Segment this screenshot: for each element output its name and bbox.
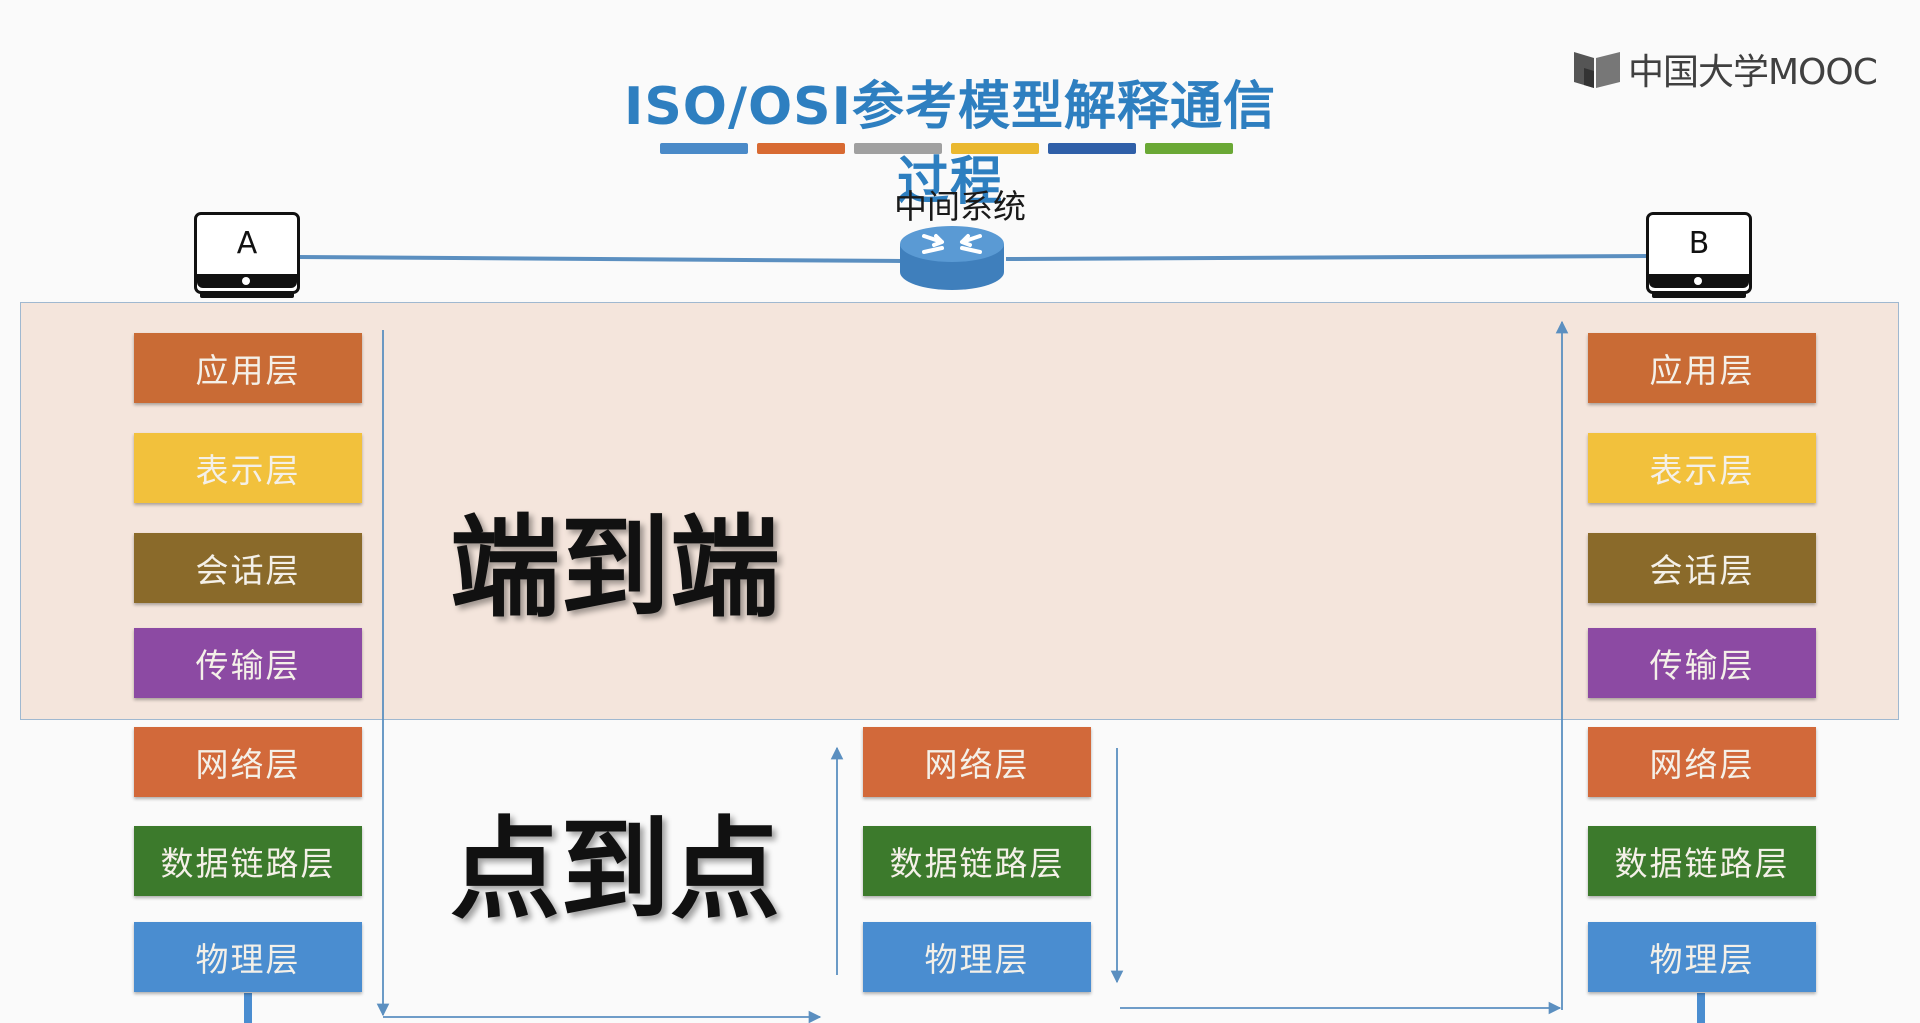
router-datalink-layer: 数据链路层 <box>863 826 1091 896</box>
mooc-book-icon <box>1574 52 1620 88</box>
title-color-strip-6 <box>1145 143 1233 154</box>
host-a-label: A <box>236 226 258 261</box>
b-physical-layer: 物理层 <box>1588 922 1816 992</box>
a-presentation-layer: 表示层 <box>134 433 362 503</box>
mooc-logo: 中国大学MOOC <box>1572 44 1878 94</box>
a-physical-layer: 物理层 <box>134 922 362 992</box>
b-application-layer: 应用层 <box>1588 333 1816 403</box>
b-physical-link-stub <box>1697 993 1705 1023</box>
b-network-layer: 网络层 <box>1588 727 1816 797</box>
title-color-strip-4 <box>951 143 1039 154</box>
link-a-to-router <box>297 255 903 263</box>
a-application-layer: 应用层 <box>134 333 362 403</box>
host-a: A <box>194 212 300 304</box>
title-color-strip-2 <box>757 143 845 154</box>
router-network-layer: 网络层 <box>863 727 1091 797</box>
end-to-end-label: 端到端 <box>450 503 780 632</box>
router-icon <box>900 226 1004 290</box>
title-color-strip-5 <box>1048 143 1136 154</box>
a-session-layer: 会话层 <box>134 533 362 603</box>
a-physical-link-stub <box>244 993 252 1023</box>
router-physical-layer: 物理层 <box>863 922 1091 992</box>
a-network-layer: 网络层 <box>134 727 362 797</box>
title-color-strip-3 <box>854 143 942 154</box>
host-b: B <box>1646 212 1752 304</box>
b-presentation-layer: 表示层 <box>1588 433 1816 503</box>
logo-text: 中国大学MOOC <box>1628 52 1878 93</box>
page-title: ISO/OSI参考模型解释通信过程 <box>623 77 1276 212</box>
a-transport-layer: 传输层 <box>134 628 362 698</box>
title-color-strip-1 <box>660 143 748 154</box>
point-to-point-label: 点到点 <box>450 805 780 934</box>
host-b-label: B <box>1688 226 1710 261</box>
middle-system-label: 中间系统 <box>894 187 1026 226</box>
link-router-to-b <box>1005 254 1651 261</box>
b-session-layer: 会话层 <box>1588 533 1816 603</box>
b-datalink-layer: 数据链路层 <box>1588 826 1816 896</box>
b-transport-layer: 传输层 <box>1588 628 1816 698</box>
a-datalink-layer: 数据链路层 <box>134 826 362 896</box>
